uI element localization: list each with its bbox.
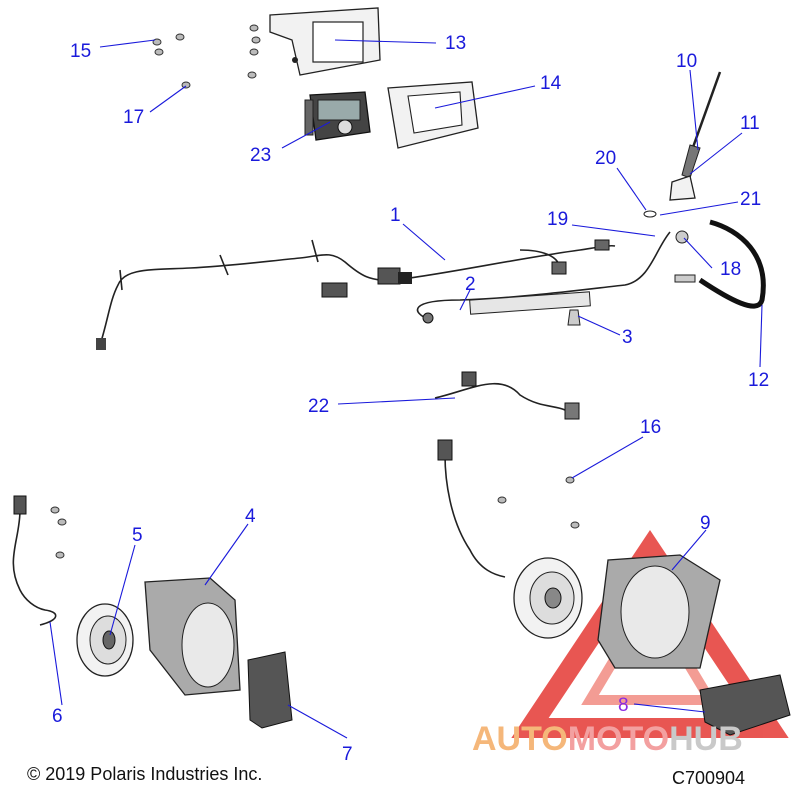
left-speaker-enclosure — [144, 577, 241, 696]
callout-2: 2 — [465, 274, 476, 295]
callout-4: 4 — [245, 506, 256, 527]
callout-15: 15 — [70, 41, 91, 62]
callout-10: 10 — [676, 51, 697, 72]
right-speaker-driver — [513, 557, 583, 639]
fasteners-mid — [567, 230, 696, 326]
callout-9: 9 — [700, 513, 711, 534]
callout-16: 16 — [640, 417, 661, 438]
right-speaker-wiring — [437, 439, 580, 578]
callout-21: 21 — [740, 189, 761, 210]
screws-top — [152, 24, 261, 89]
antenna-part — [643, 71, 722, 218]
radio-unit-part — [304, 91, 371, 141]
main-harness-part — [96, 239, 616, 350]
right-grille — [699, 674, 791, 736]
leader-lines — [49, 39, 763, 739]
svg-text:AUTOMOTOHUB: AUTOMOTOHUB — [472, 720, 743, 758]
callout-18: 18 — [720, 259, 741, 280]
watermark-text: AUTOMOTOHUB — [472, 720, 743, 758]
callout-11: 11 — [740, 113, 760, 134]
figure-code: C700904 — [672, 768, 746, 788]
callout-3: 3 — [622, 327, 633, 348]
callout-12: 12 — [748, 370, 769, 391]
speaker-harness-part — [434, 371, 580, 420]
callout-22: 22 — [308, 396, 329, 417]
watermark-word-a: AUTO — [472, 720, 568, 758]
callout-13: 13 — [445, 33, 466, 54]
mount-plate-part — [269, 7, 381, 76]
watermark-word-b: MOTO — [568, 720, 669, 758]
callout-8: 8 — [618, 695, 629, 716]
ground-strap-part — [698, 219, 766, 309]
left-speaker-wiring — [12, 495, 67, 626]
callout-14: 14 — [540, 73, 562, 94]
callout-20: 20 — [595, 148, 616, 169]
callout-7: 7 — [342, 744, 353, 765]
callout-labels: 1 2 3 4 5 6 7 8 9 10 11 12 13 14 15 16 1… — [52, 33, 769, 765]
left-speaker-driver — [76, 603, 134, 677]
right-speaker-enclosure — [597, 554, 721, 669]
callout-19: 19 — [547, 209, 568, 230]
left-grille — [247, 651, 293, 729]
callout-6: 6 — [52, 706, 63, 727]
callout-23: 23 — [250, 145, 271, 166]
antenna-cable-part — [416, 231, 671, 324]
callout-1: 1 — [390, 205, 401, 226]
bezel-part — [387, 81, 479, 149]
callout-17: 17 — [123, 107, 144, 128]
copyright-text: © 2019 Polaris Industries Inc. — [27, 764, 263, 784]
callout-5: 5 — [132, 525, 143, 546]
watermark-word-c: HUB — [669, 720, 743, 758]
